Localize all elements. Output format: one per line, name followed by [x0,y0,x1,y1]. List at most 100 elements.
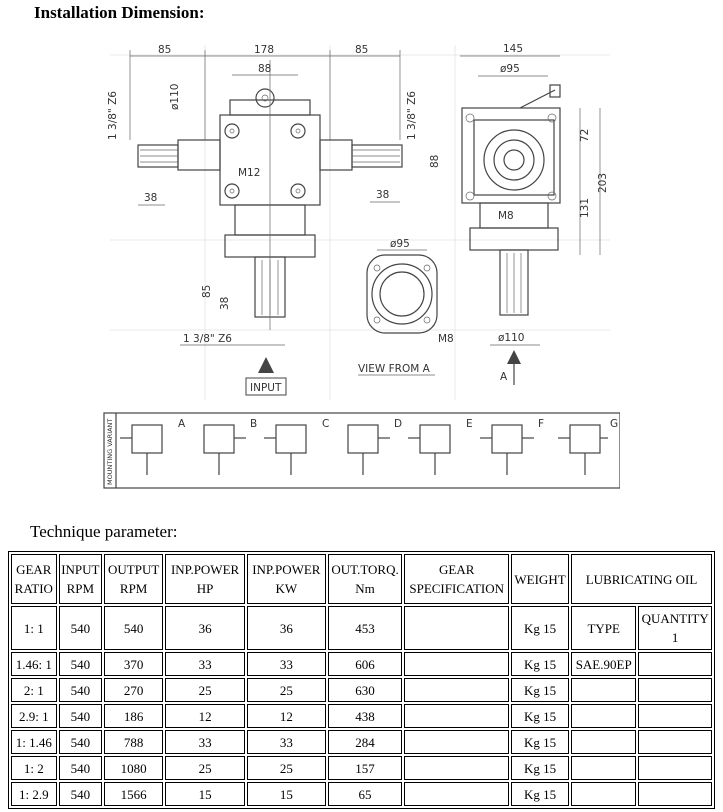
dim-85-right: 85 [355,44,368,56]
variant-d: D [347,418,402,475]
table-row: 1.46: 1 540 370 33 33 606 Kg 15 SAE.90EP [11,652,712,676]
cell-hp: 33 [165,730,245,754]
cell-output: 186 [104,704,164,728]
cell-kw: 25 [246,756,326,780]
cell-ratio: 1: 2.9 [11,782,57,806]
cell-input: 540 [58,678,103,702]
cell-torque: 606 [327,652,403,676]
dim-38-vertical: 38 [219,297,231,310]
cell-input: 540 [58,652,103,676]
table-row: 2: 1 540 270 25 25 630 Kg 15 [11,678,712,702]
cell-torque: 284 [327,730,403,754]
front-dimensions: 85 178 88 85 1 3/8" Z6 ø110 1 3/8" Z6 M1… [107,44,418,346]
cell-ratio: 1: 2 [11,756,57,780]
view-a-marker: A [500,350,521,385]
cell-oil-quantity [638,782,712,806]
drawing-faint-lines [110,45,610,400]
dim-95-side: ø95 [500,63,520,75]
cell-hp: 33 [165,652,245,676]
variant-f-label: F [538,418,544,430]
cell-kw: 36 [246,606,326,650]
cell-oil-type: SAE.90EP [571,652,637,676]
header-lubricating-oil: LUBRICATING OIL [571,554,712,604]
variant-b-label: B [250,418,257,430]
installation-drawing: 85 178 88 85 1 3/8" Z6 ø110 1 3/8" Z6 M1… [103,43,620,489]
mounting-variants: MOUNTING VARIANT A B C D [103,412,620,489]
cell-oil-type [571,704,637,728]
cell-weight: Kg 15 [511,606,570,650]
cell-output: 788 [104,730,164,754]
cell-ratio: 1: 1.46 [11,730,57,754]
cell-hp: 12 [165,704,245,728]
cell-hp: 36 [165,606,245,650]
dim-88-vertical: 88 [429,155,441,168]
dim-131: 131 [579,198,591,218]
cell-torque: 438 [327,704,403,728]
variant-e: E [408,418,473,475]
cell-spec [404,730,510,754]
variant-f: F [480,418,544,475]
front-view [137,60,403,330]
dim-72: 72 [579,129,591,142]
cell-kw: 33 [246,730,326,754]
cell-spec [404,782,510,806]
variant-b: B [203,418,257,475]
cell-input: 540 [58,782,103,806]
cell-ratio: 2.9: 1 [11,704,57,728]
cell-output: 1080 [104,756,164,780]
cell-input: 540 [58,606,103,650]
cell-torque: 453 [327,606,403,650]
cell-output: 1566 [104,782,164,806]
dim-95-flange: ø95 [390,238,410,250]
dim-38-left: 38 [144,192,157,204]
cell-torque: 157 [327,756,403,780]
cell-spec [404,704,510,728]
dim-85-left: 85 [158,44,171,56]
cell-oil-type-header: TYPE [571,606,637,650]
cell-spec [404,678,510,702]
table-row: 2.9: 1 540 186 12 12 438 Kg 15 [11,704,712,728]
cell-input: 540 [58,756,103,780]
arrow-a-label: A [500,371,508,383]
variant-c: C [264,418,329,475]
input-label: INPUT [250,382,282,394]
variant-c-label: C [322,418,329,430]
side-dimensions: 145 ø95 88 72 203 131 M8 ø110 [429,43,609,344]
dim-38-right: 38 [376,189,389,201]
variant-g-label: G [610,418,618,430]
header-weight: WEIGHT [511,554,570,604]
cell-torque: 630 [327,678,403,702]
cell-ratio: 1.46: 1 [11,652,57,676]
cell-oil-type [571,730,637,754]
variant-a: A [120,418,186,475]
dim-85-vertical: 85 [201,285,213,298]
cell-hp: 25 [165,678,245,702]
dim-110-front: ø110 [169,84,181,110]
dim-m8-flange: M8 [438,333,454,345]
cell-oil-quantity [638,652,712,676]
cell-weight: Kg 15 [511,782,570,806]
cell-weight: Kg 15 [511,730,570,754]
side-view [460,55,601,346]
cell-oil-type [571,678,637,702]
cell-oil-quantity [638,678,712,702]
cell-spec [404,652,510,676]
page-heading: Installation Dimension: [34,3,205,22]
dim-203: 203 [597,173,609,193]
cell-weight: Kg 15 [511,652,570,676]
cell-ratio: 2: 1 [11,678,57,702]
cell-hp: 15 [165,782,245,806]
cell-spec [404,606,510,650]
dim-110-side: ø110 [498,332,524,344]
view-from-a-label: VIEW FROM A [358,363,431,375]
table-row: 1: 2 540 1080 25 25 157 Kg 15 [11,756,712,780]
cell-ratio: 1: 1 [11,606,57,650]
dim-88: 88 [258,63,271,75]
dim-m12: M12 [238,167,260,179]
dim-145: 145 [503,43,523,55]
table-row: 1: 1 540 540 36 36 453 Kg 15 TYPE QUANTI… [11,606,712,650]
